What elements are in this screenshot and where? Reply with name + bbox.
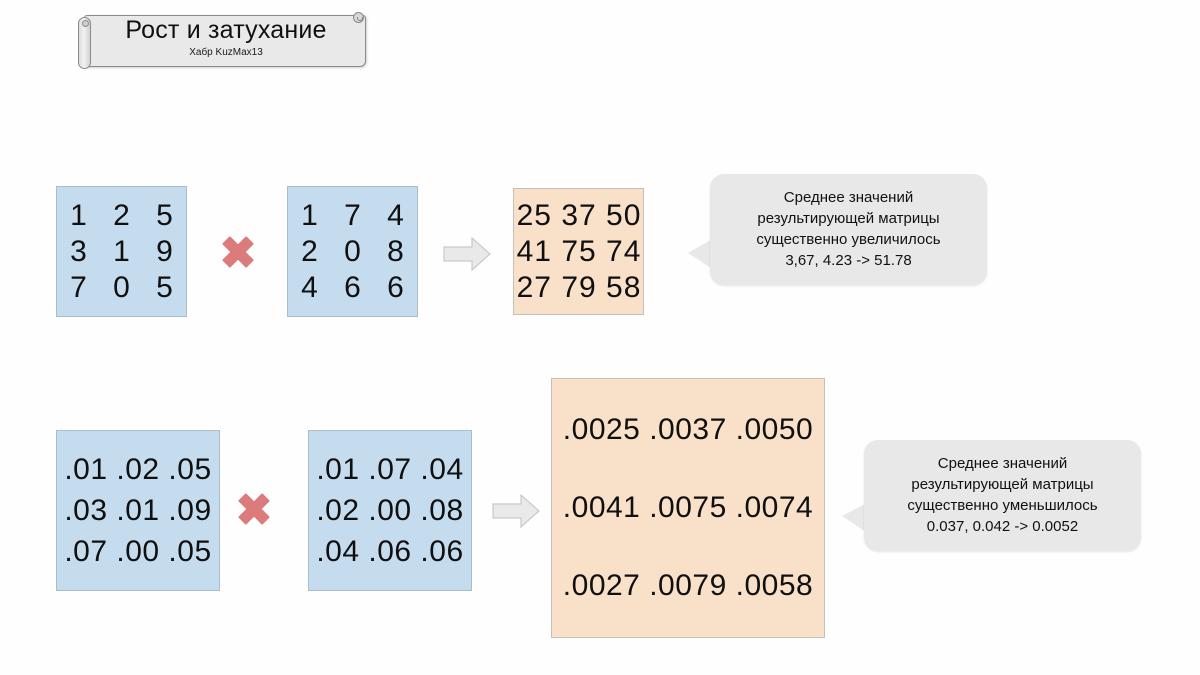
matrix-row: .0027 .0079 .0058 <box>562 569 814 602</box>
page-title: Рост и затухание <box>125 16 327 44</box>
callout-line: 0.037, 0.042 -> 0.0052 <box>926 518 1079 535</box>
callout-bubble: Среднее значений результирующей матрицы … <box>710 174 987 285</box>
callout-line: существенно уменьшилось <box>907 497 1098 514</box>
matrix-row: 3 1 9 <box>70 234 182 268</box>
matrix-row: 1 2 5 <box>70 198 182 232</box>
matrix-row: 25 37 50 <box>516 198 642 232</box>
multiply-cross-icon <box>221 235 255 269</box>
matrix-row: 4 6 6 <box>301 270 413 304</box>
matrix-row: 27 79 58 <box>516 270 642 304</box>
matrix-top-middle: 1 7 4 2 0 8 4 6 6 <box>287 186 418 317</box>
matrix-row: 1 7 4 <box>301 198 413 232</box>
matrix-row: 41 75 74 <box>516 234 642 268</box>
matrix-row: .04 .06 .06 <box>316 535 464 568</box>
callout-line: 3,67, 4.23 -> 51.78 <box>785 252 912 269</box>
title-banner: Рост и затухание Хабр KuzMax13 <box>72 10 368 69</box>
callout-bubble: Среднее значений результирующей матрицы … <box>864 440 1141 551</box>
callout-line: Среднее значений <box>937 455 1068 472</box>
matrix-top-left: 1 2 5 3 1 9 7 0 5 <box>56 186 187 317</box>
banner-body <box>84 15 366 67</box>
matrix-row: 7 0 5 <box>70 270 182 304</box>
matrix-row: 2 0 8 <box>301 234 413 268</box>
matrix-bottom-left: .01 .02 .05 .03 .01 .09 .07 .00 .05 <box>56 430 220 591</box>
callout-tail-icon <box>688 238 714 270</box>
matrix-row: .02 .00 .08 <box>316 494 464 527</box>
page-subtitle: Хабр KuzMax13 <box>189 47 263 58</box>
matrix-row: .0041 .0075 .0074 <box>562 491 814 524</box>
right-arrow-icon <box>492 494 540 528</box>
matrix-top-result: 25 37 50 41 75 74 27 79 58 <box>513 188 644 315</box>
scroll-knob-right-icon <box>353 12 364 23</box>
matrix-row: .01 .07 .04 <box>316 453 464 486</box>
matrix-row: .07 .00 .05 <box>64 535 212 568</box>
callout-line: Среднее значений <box>783 189 914 206</box>
right-arrow-icon <box>443 237 491 271</box>
matrix-bottom-middle: .01 .07 .04 .02 .00 .08 .04 .06 .06 <box>308 430 472 591</box>
matrix-row: .03 .01 .09 <box>64 494 212 527</box>
scroll-roll-left-icon <box>78 17 91 69</box>
matrix-row: .01 .02 .05 <box>64 453 212 486</box>
matrix-row: .0025 .0037 .0050 <box>562 413 814 446</box>
callout-line: результирующей матрицы <box>757 210 940 227</box>
matrix-bottom-result: .0025 .0037 .0050 .0041 .0075 .0074 .002… <box>551 378 825 638</box>
callout-line: результирующей матрицы <box>911 476 1094 493</box>
callout-line: существенно увеличилось <box>756 231 941 248</box>
multiply-cross-icon <box>237 492 271 526</box>
